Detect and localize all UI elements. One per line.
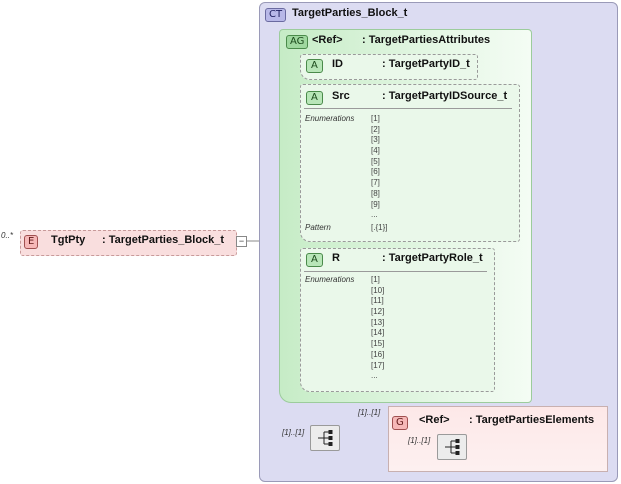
attribute-r-type[interactable]: : TargetPartyRole_t [382,252,483,264]
enumeration-value: [13] [371,317,385,327]
enumeration-value: [15] [371,339,385,349]
enumeration-value: [7] [371,178,380,188]
attribute-src-pattern-label: Pattern [305,223,331,232]
enumeration-value: [17] [371,360,385,370]
sequence-icon [445,439,460,455]
complex-type-badge: CT [265,8,287,22]
attribute-src-pattern: [.{1}] [371,223,388,232]
attribute-r-enum-label: Enumerations [305,275,355,284]
attribute-src-name[interactable]: Src [332,90,350,102]
group-sequence-compositor[interactable] [437,434,467,460]
sequence-compositor[interactable] [310,425,340,451]
sequence-icon [318,430,333,446]
attribute-src-enum-list: [1][2][3][4][5][6][7][8][9]... [371,114,380,221]
enumeration-value: [9] [371,199,380,209]
element-badge: E [24,235,39,249]
attribute-r-badge: A [306,253,323,267]
attribute-r-separator [304,271,487,272]
attribute-group-type[interactable]: : TargetPartiesAttributes [362,34,491,46]
enumeration-value: ... [371,371,378,381]
attribute-id-name[interactable]: ID [332,58,343,70]
attribute-group-badge: AG [286,35,309,49]
attribute-id-box [300,54,478,80]
enumeration-value: [16] [371,349,385,359]
enumeration-value: [6] [371,167,380,177]
group-type[interactable]: : TargetPartiesElements [469,414,595,426]
sequence-cardinality: [1]..[1] [282,428,305,437]
attribute-src-badge: A [306,91,323,105]
attribute-src-enum-label: Enumerations [305,114,355,123]
enumeration-value: [2] [371,124,380,134]
attribute-r-enum-list: [1][10][11][12][13][14][15][16][17]... [371,275,384,382]
group-ref[interactable]: <Ref> [419,414,450,426]
enumeration-value: [1] [371,275,380,284]
attribute-id-badge: A [306,59,323,73]
attribute-r-name[interactable]: R [332,252,340,264]
attribute-src-type[interactable]: : TargetPartyIDSource_t [382,90,508,102]
element-box[interactable] [20,230,237,256]
enumeration-value: [11] [371,296,384,306]
attribute-src-box [300,84,520,242]
group-cardinality: [1]..[1] [358,408,381,417]
group-inner-cardinality: [1]..[1] [408,436,431,445]
group-badge: G [392,416,408,430]
attribute-group-ref[interactable]: <Ref> [312,34,343,46]
enumeration-value: [4] [371,146,380,156]
enumeration-value: ... [371,210,378,220]
enumeration-value: [12] [371,307,385,317]
attribute-src-separator [304,108,512,109]
element-name[interactable]: TgtPty [51,234,86,246]
attribute-id-type[interactable]: : TargetPartyID_t [382,58,470,70]
enumeration-value: [8] [371,188,380,198]
collapse-toggle[interactable]: − [236,236,247,247]
element-cardinality: 0..* [1,231,14,240]
enumeration-value: [1] [371,114,380,123]
enumeration-value: [5] [371,156,380,166]
group-box[interactable] [388,406,608,472]
enumeration-value: [3] [371,135,380,145]
attribute-r-box [300,248,495,392]
complex-type-title[interactable]: TargetParties_Block_t [292,7,408,19]
enumeration-value: [14] [371,328,385,338]
element-type[interactable]: : TargetParties_Block_t [102,234,225,246]
enumeration-value: [10] [371,285,385,295]
